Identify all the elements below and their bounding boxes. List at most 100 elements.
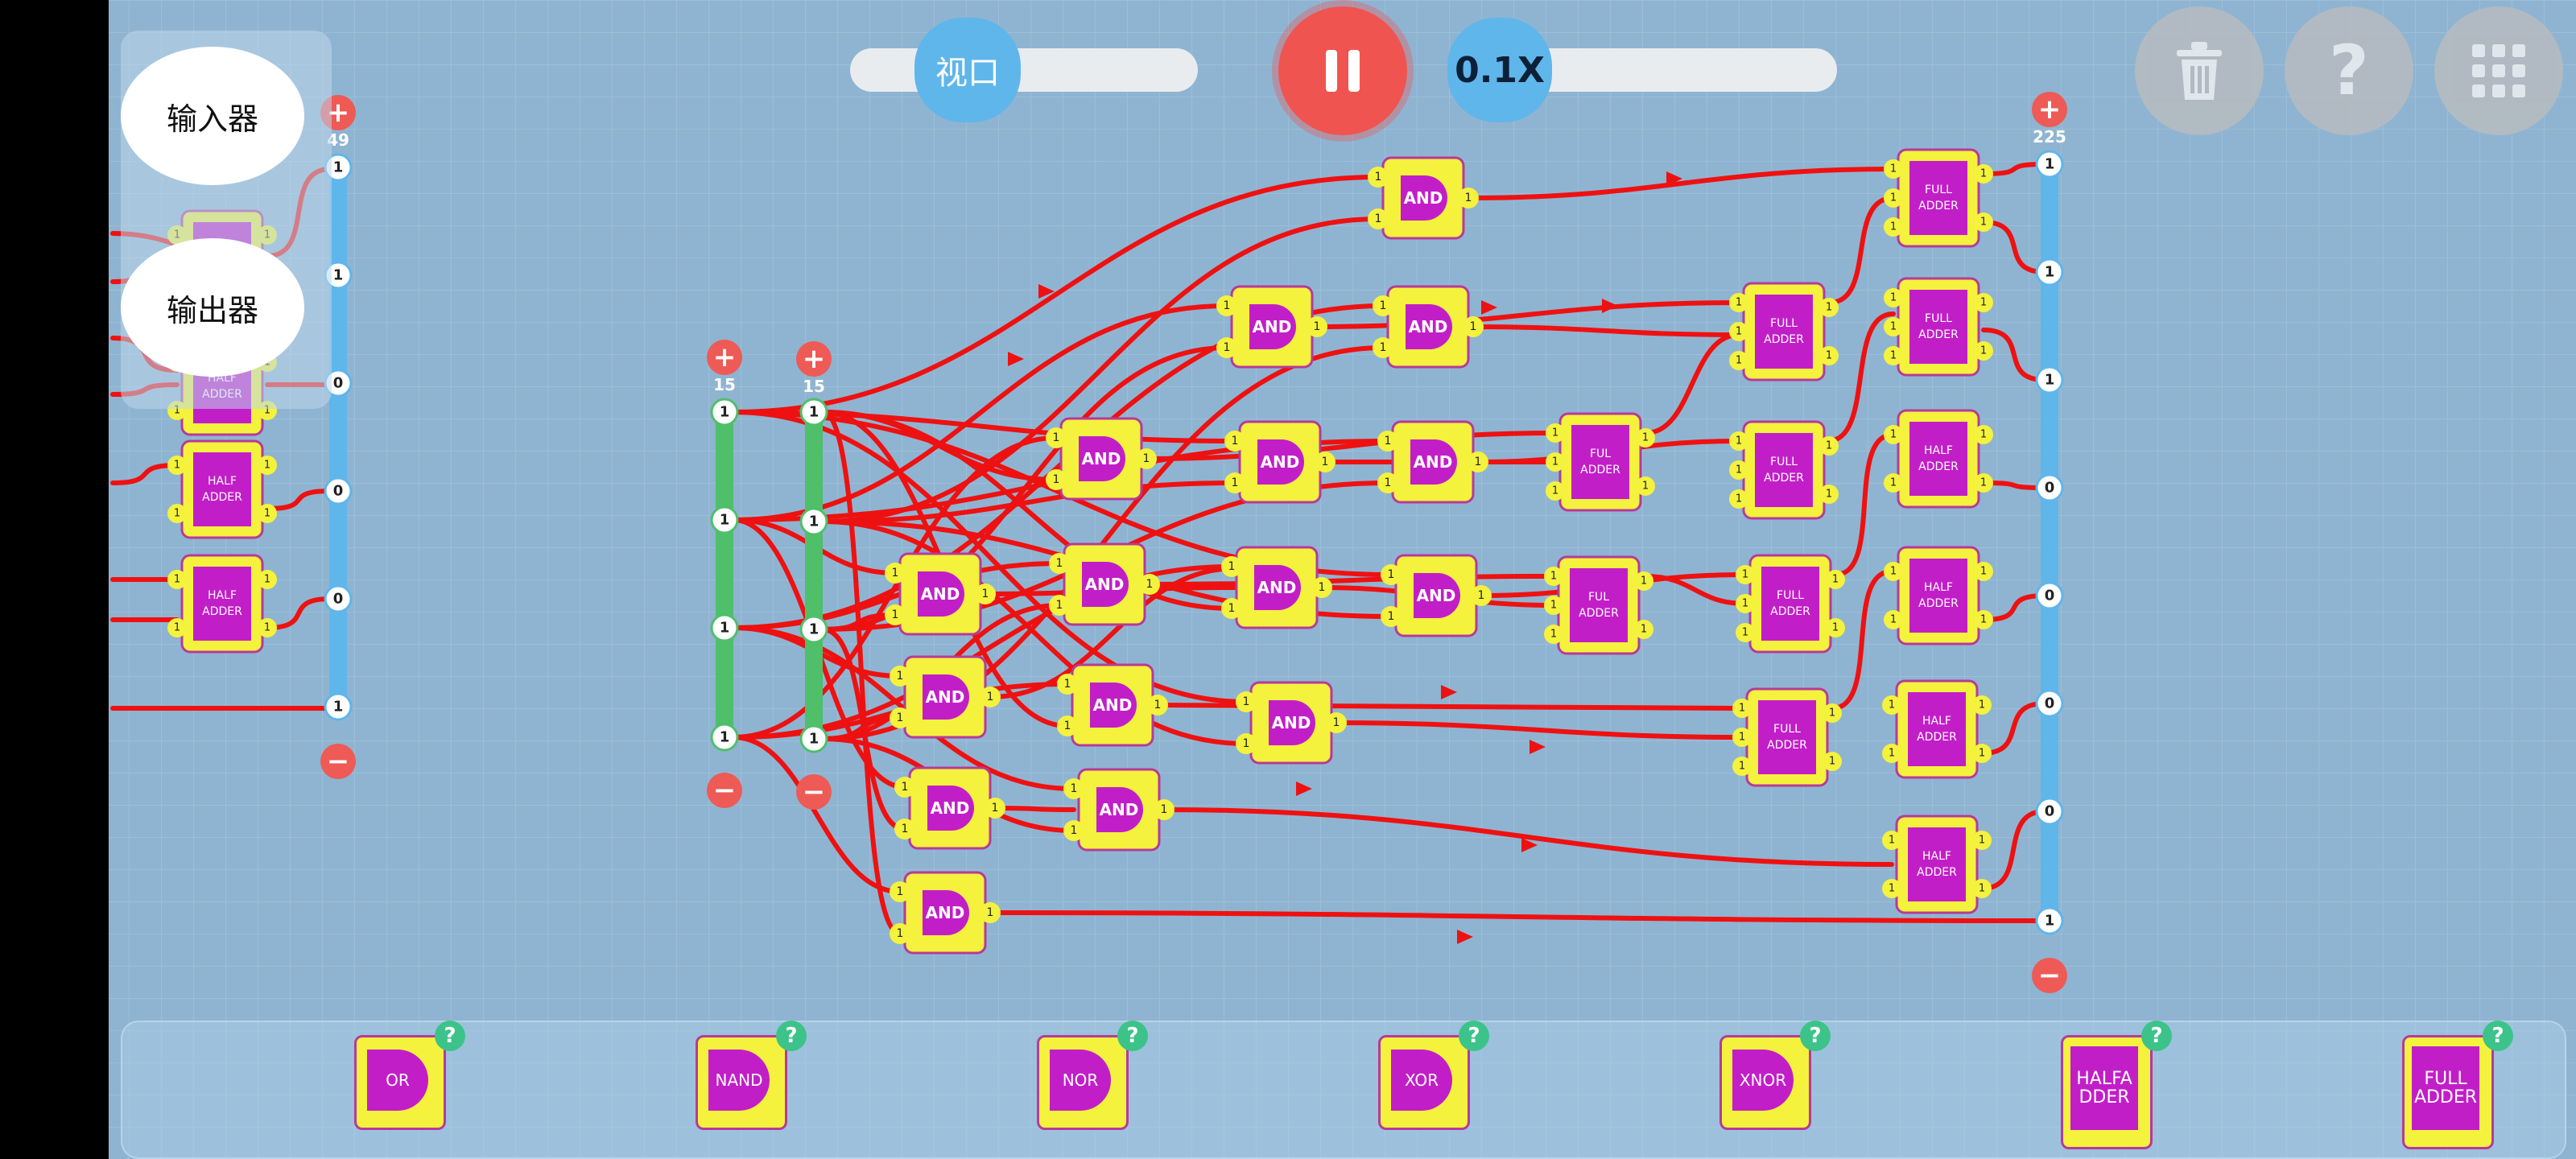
gate-input-pin[interactable] bbox=[1373, 295, 1393, 316]
palette-help-badge[interactable]: ? bbox=[776, 1021, 807, 1051]
gate-input-pin[interactable] bbox=[1884, 217, 1903, 237]
bus-pin[interactable]: 0 bbox=[324, 584, 353, 613]
gate-input-pin[interactable] bbox=[1884, 610, 1903, 629]
bus-pin-dot[interactable] bbox=[710, 613, 739, 642]
wire[interactable] bbox=[1643, 332, 1741, 435]
palette-item-xor[interactable]: XOR? bbox=[1378, 1021, 1489, 1132]
bus-pin[interactable]: 0 bbox=[2035, 473, 2064, 502]
bus-pin[interactable]: 1 bbox=[799, 398, 828, 427]
wire[interactable] bbox=[731, 175, 1381, 415]
gate-input-pin[interactable] bbox=[1377, 472, 1398, 493]
palette-item-nand[interactable]: NAND? bbox=[696, 1021, 807, 1132]
bus-pin[interactable]: 1 bbox=[710, 613, 739, 642]
gate-input-pin[interactable] bbox=[1729, 351, 1748, 370]
bus-add-button[interactable]: + bbox=[796, 341, 832, 377]
gate-input-pin[interactable] bbox=[1057, 674, 1078, 695]
gate-input-pin[interactable] bbox=[1546, 481, 1565, 501]
wire[interactable] bbox=[820, 481, 1237, 524]
gate-input-pin[interactable] bbox=[1381, 564, 1402, 585]
wire[interactable] bbox=[1979, 701, 2047, 756]
bus-remove-button[interactable]: − bbox=[320, 744, 356, 779]
gate-output-pin[interactable] bbox=[1823, 752, 1842, 771]
palette-item-full-adder[interactable]: FULL ADDER? bbox=[2402, 1021, 2513, 1149]
wire[interactable] bbox=[1833, 432, 1896, 577]
wire[interactable] bbox=[993, 806, 1076, 812]
wire[interactable] bbox=[988, 910, 2047, 923]
bus-pin[interactable]: 1 bbox=[799, 615, 828, 644]
gate-input-pin[interactable] bbox=[1544, 596, 1563, 615]
wire[interactable] bbox=[1466, 167, 1896, 200]
bus-pin[interactable]: 0 bbox=[324, 476, 353, 505]
gate-input-pin[interactable] bbox=[1224, 431, 1245, 452]
wire[interactable] bbox=[731, 561, 1062, 630]
bus-pin[interactable]: 1 bbox=[799, 507, 828, 536]
bus-pin-dot[interactable] bbox=[2035, 150, 2064, 179]
gate-input-pin[interactable] bbox=[1049, 553, 1070, 574]
gate-input-pin[interactable] bbox=[1544, 567, 1563, 586]
gate-output-pin[interactable] bbox=[1315, 452, 1335, 472]
gate-output-pin[interactable] bbox=[1636, 428, 1655, 448]
gate-input-pin[interactable] bbox=[1236, 733, 1257, 754]
gate-input-pin[interactable] bbox=[890, 666, 910, 687]
wire[interactable] bbox=[1981, 481, 2047, 490]
gate-input-pin[interactable] bbox=[1546, 423, 1565, 443]
palette-help-badge[interactable]: ? bbox=[1800, 1021, 1831, 1051]
bus-pin[interactable]: 1 bbox=[710, 505, 739, 534]
bus-pin-dot[interactable] bbox=[324, 584, 353, 613]
wire[interactable] bbox=[731, 735, 902, 894]
wire[interactable] bbox=[1981, 328, 2047, 382]
gate-output-pin[interactable] bbox=[1311, 577, 1332, 598]
gate-input-pin[interactable] bbox=[1884, 562, 1903, 581]
bus-add-button[interactable]: + bbox=[707, 340, 742, 375]
output-menu-button[interactable]: 输出器 bbox=[121, 238, 304, 377]
gate-output-pin[interactable] bbox=[1307, 316, 1327, 337]
bus-pin-dot[interactable] bbox=[799, 398, 828, 427]
bus-remove-button[interactable]: − bbox=[796, 774, 832, 810]
gate-input-pin[interactable] bbox=[1884, 317, 1903, 336]
bus-pin-dot[interactable] bbox=[324, 476, 353, 505]
wire[interactable] bbox=[265, 489, 332, 511]
wire[interactable] bbox=[1471, 324, 1741, 337]
gate-output-pin[interactable] bbox=[980, 687, 1001, 707]
gate-input-pin[interactable] bbox=[1884, 473, 1903, 493]
gate-input-pin[interactable] bbox=[1736, 565, 1755, 584]
speed-slider-knob[interactable]: 0.1X bbox=[1447, 18, 1552, 122]
bus-remove-button[interactable]: − bbox=[707, 773, 742, 808]
gate-output-pin[interactable] bbox=[1819, 485, 1839, 504]
bus-bar[interactable] bbox=[716, 409, 733, 739]
gate-output-pin[interactable] bbox=[1823, 703, 1842, 723]
bus-pin-dot[interactable] bbox=[2035, 906, 2064, 935]
gate-output-pin[interactable] bbox=[1974, 425, 1993, 444]
gate-input-pin[interactable] bbox=[1729, 293, 1748, 312]
gate-output-pin[interactable] bbox=[258, 618, 277, 637]
gate-output-pin[interactable] bbox=[1974, 562, 1993, 581]
bus-pin[interactable]: 1 bbox=[324, 692, 353, 721]
palette-item-half-adder[interactable]: HALFA DDER? bbox=[2061, 1021, 2172, 1149]
gate-input-pin[interactable] bbox=[1882, 695, 1901, 715]
bus-pin-dot[interactable] bbox=[2035, 797, 2064, 826]
palette-help-badge[interactable]: ? bbox=[2141, 1021, 2172, 1051]
wire[interactable] bbox=[1979, 809, 2047, 891]
bus-pin-dot[interactable] bbox=[799, 724, 828, 753]
gate-input-pin[interactable] bbox=[890, 923, 910, 944]
gate-input-pin[interactable] bbox=[167, 504, 187, 523]
gate-input-pin[interactable] bbox=[1882, 879, 1901, 898]
gate-input-pin[interactable] bbox=[894, 777, 915, 798]
bus-pin-dot[interactable] bbox=[799, 507, 828, 536]
gate-output-pin[interactable] bbox=[258, 456, 277, 475]
gate-input-pin[interactable] bbox=[1216, 337, 1237, 358]
wire[interactable] bbox=[265, 596, 332, 630]
